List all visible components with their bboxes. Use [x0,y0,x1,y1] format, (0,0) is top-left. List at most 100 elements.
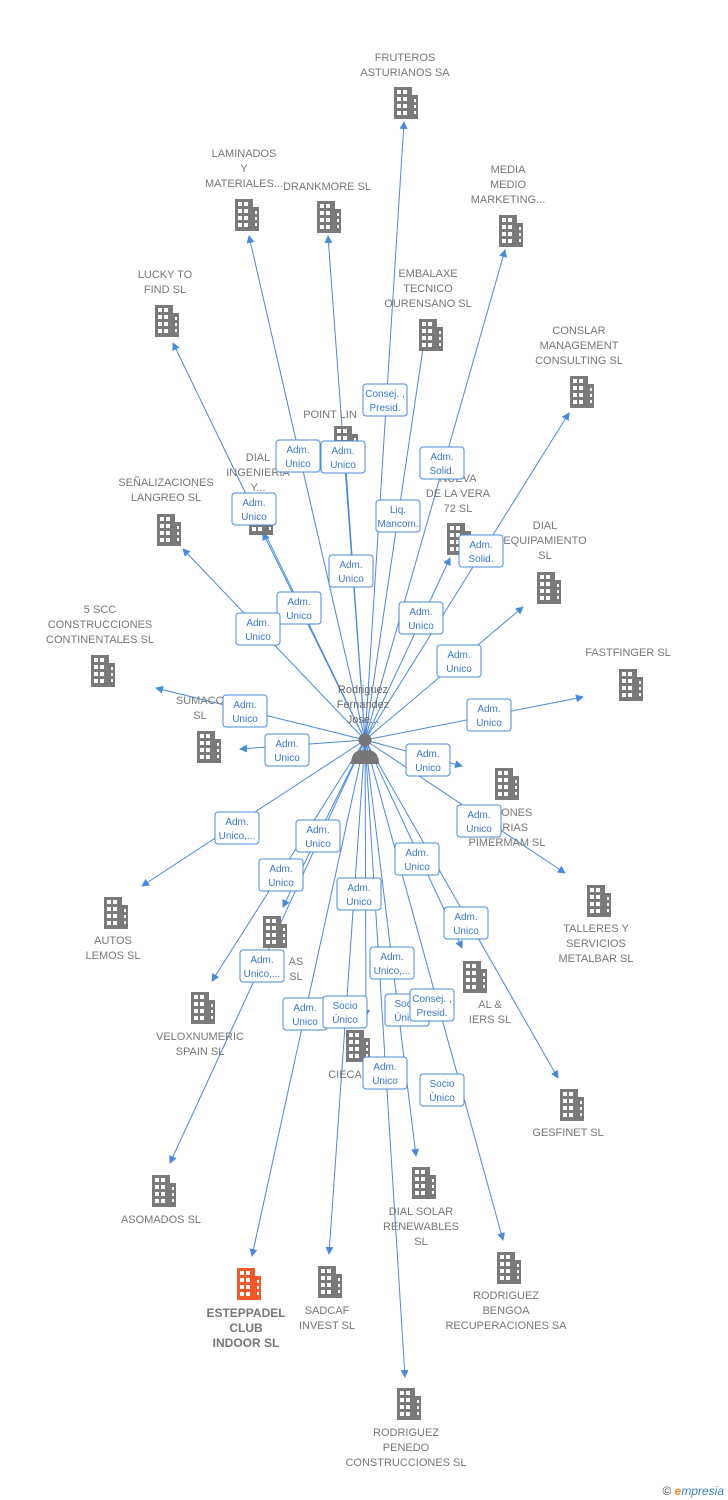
edge-line [364,412,570,741]
company-label-line: OURENSANO SL [384,298,471,310]
relation-badge[interactable]: Adm.Unico [405,743,451,777]
relation-text: Adm. [242,498,265,509]
relation-text: Unico [338,574,364,585]
company-node[interactable]: FASTFINGER SL [585,647,671,701]
edge-line [364,249,507,741]
relation-text: Unico [372,1076,398,1087]
relation-badge[interactable]: Adm.Solid. [458,534,504,568]
relation-badge[interactable]: Consej. ,Presid. [409,988,455,1022]
relation-badge[interactable]: Adm.Unico [222,694,268,728]
relation-badge[interactable]: Adm.Unico [336,877,382,911]
edge-line [341,454,366,741]
company-node[interactable]: DRANKMORE SL [283,181,371,233]
relation-badge[interactable]: Adm.Unico,... [369,946,415,980]
relation-text: Unico [285,459,311,470]
relation-badge[interactable]: Adm.Unico,... [214,811,260,845]
relation-text: Presid. [416,1008,447,1019]
company-node[interactable]: ASOMADOS SL [121,1175,201,1226]
relation-text: Unico [268,878,294,889]
relation-badge[interactable]: Adm.Unico [443,906,489,940]
building-icon [152,1175,176,1207]
relation-badge[interactable]: Adm.Unico [320,440,366,474]
building-icon [317,201,341,233]
relation-badge[interactable]: Adm.Unico [275,439,321,473]
building-icon [419,319,443,351]
relation-badge[interactable]: Adm.Unico,... [239,949,285,983]
relation-box [419,446,465,480]
relation-badge[interactable]: Adm.Unico [398,601,444,635]
relation-badge[interactable]: Adm.Unico [258,858,304,892]
relation-text: Unico [232,714,258,725]
company-label-line: AUTOS [94,935,132,947]
company-label-line: DE LA VERA [426,488,491,500]
relation-badge[interactable]: Adm.Unico [466,698,512,732]
company-node[interactable]: AL &IERS SL [463,961,511,1026]
relation-badge[interactable]: Adm.Solid. [419,446,465,480]
relation-badge[interactable]: Adm.Unico [276,591,322,625]
company-label-line: ESTEPPADEL [206,1306,285,1320]
relation-badge[interactable]: Adm. Unico [328,554,374,588]
relation-badge[interactable]: Adm.Unico [231,492,277,526]
relation-text: Adm. [405,848,428,859]
building-icon [157,514,181,546]
relation-badge[interactable]: Adm.Unico [264,733,310,767]
relation-badge[interactable]: Adm.Unico [456,804,502,838]
company-label-line: MANAGEMENT [540,340,619,352]
relation-box [436,644,482,678]
company-label-line: METALBAR SL [559,953,634,965]
relation-badge[interactable]: Adm. Unico [394,842,440,876]
relation-text: Adm. [339,560,362,571]
relation-text: Adm. [293,1003,316,1014]
relation-text: Unico,... [219,831,256,842]
relation-badge[interactable]: Adm.Unico [362,1056,408,1090]
relation-box [328,554,374,588]
building-icon [397,1388,421,1420]
company-label-line: CONSULTING SL [535,355,623,367]
company-node[interactable]: CIECA [328,1030,370,1081]
relation-badge[interactable]: Adm.Unico [235,612,281,646]
relation-badge[interactable]: Adm.Unico [295,819,341,853]
company-label-line: MEDIA [491,164,527,176]
company-label-line: CONTINENTALES SL [46,634,154,646]
relation-text: Unico [274,753,300,764]
company-label-line: AL & [478,999,502,1011]
relation-text: Unico [404,862,430,873]
company-node[interactable]: GESFINET SL [532,1089,604,1139]
relation-badge[interactable]: Liq.Mancom. [375,499,421,533]
relation-box [295,819,341,853]
relation-badge[interactable]: Adm.Unico [282,997,328,1031]
company-label-line: EMBALAXE [398,268,457,280]
company-node[interactable]: POINT LIN [303,409,358,458]
person-head [358,733,372,747]
relation-badge[interactable]: Consej. ,Presid. [362,383,408,417]
relation-badge[interactable]: Adm.Unico [436,644,482,678]
person-label-line: Jose... [347,714,379,726]
